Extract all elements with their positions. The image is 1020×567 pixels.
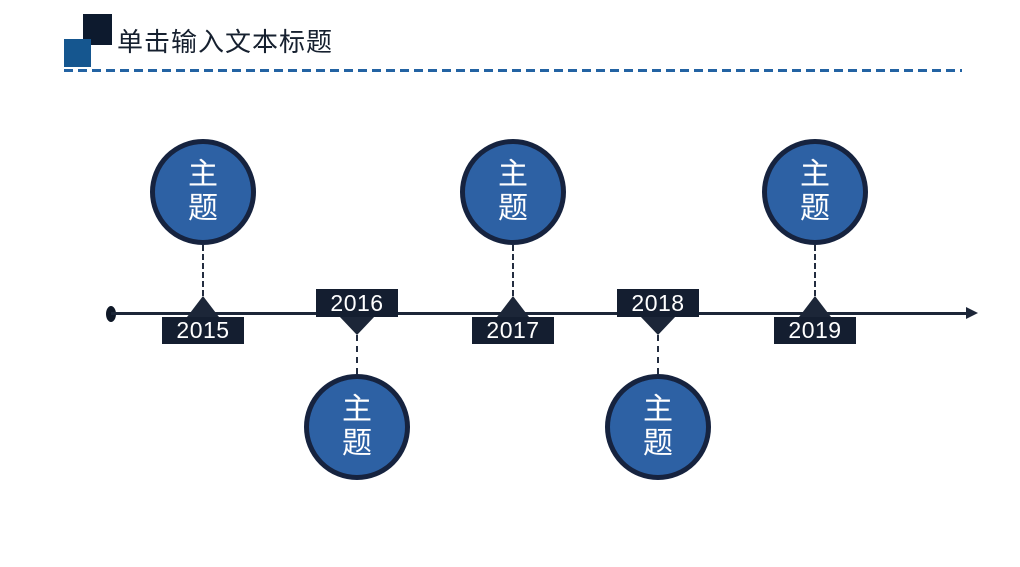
year-label: 2015	[176, 317, 230, 343]
topic-label: 主题	[643, 393, 673, 460]
timeline-arrowhead-icon	[966, 307, 978, 319]
marker-arrow	[799, 296, 831, 317]
dashed-connector	[814, 245, 816, 296]
marker-arrow	[497, 296, 529, 317]
marker-arrow	[640, 316, 676, 335]
marker-arrow	[339, 316, 375, 335]
year-label-box[interactable]: 2019	[774, 317, 856, 344]
topic-circle[interactable]: 主题	[150, 139, 256, 245]
year-label-box[interactable]: 2016	[316, 289, 398, 317]
year-label-box[interactable]: 2015	[162, 317, 244, 344]
topic-label: 主题	[188, 158, 218, 225]
topic-circle[interactable]: 主题	[605, 374, 711, 480]
dashed-connector	[202, 245, 204, 296]
topic-label: 主题	[342, 393, 372, 460]
dashed-divider-line	[64, 69, 962, 72]
year-label: 2016	[330, 289, 384, 316]
dashed-connector	[512, 245, 514, 296]
topic-label: 主题	[800, 158, 830, 225]
topic-circle[interactable]: 主题	[304, 374, 410, 480]
header-accent-square-blue	[64, 39, 91, 67]
year-label: 2018	[631, 289, 685, 316]
topic-label: 主题	[498, 158, 528, 225]
year-label: 2019	[788, 317, 842, 343]
marker-arrow	[187, 296, 219, 317]
year-label: 2017	[486, 317, 540, 343]
topic-circle[interactable]: 主题	[460, 139, 566, 245]
slide-title-placeholder[interactable]: 单击输入文本标题	[117, 27, 334, 57]
year-label-box[interactable]: 2017	[472, 317, 554, 344]
year-label-box[interactable]: 2018	[617, 289, 699, 317]
topic-circle[interactable]: 主题	[762, 139, 868, 245]
timeline-axis-line	[111, 312, 968, 315]
dashed-connector	[657, 335, 659, 374]
dashed-connector	[356, 335, 358, 374]
